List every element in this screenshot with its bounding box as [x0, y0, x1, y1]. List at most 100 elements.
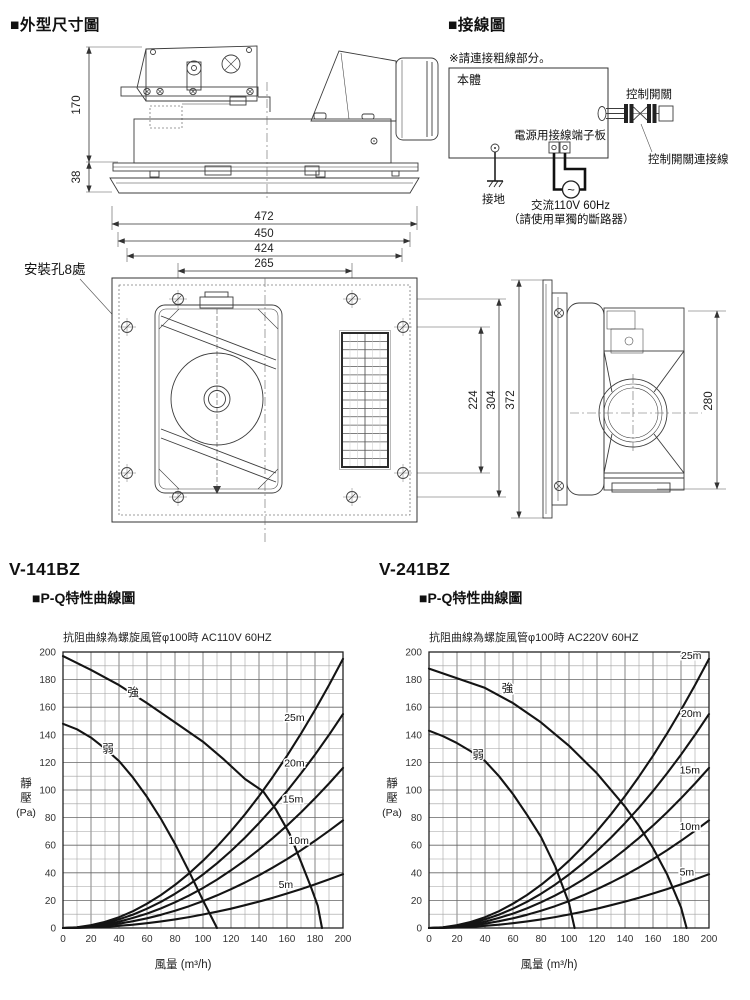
svg-text:(Pa): (Pa)	[382, 807, 402, 819]
svg-text:壓: 壓	[20, 792, 32, 805]
dim-38-label: 38	[71, 171, 83, 184]
svg-text:200: 200	[701, 934, 718, 945]
fan-unit-bottom-panel	[111, 277, 418, 545]
breaker-note: （請使用單獨的斷路器）	[508, 212, 635, 226]
svg-text:180: 180	[39, 675, 56, 686]
side-view-drawing: 170 38	[71, 45, 439, 198]
svg-text:20: 20	[411, 896, 423, 907]
dim-304-label: 304	[486, 390, 498, 410]
svg-text:200: 200	[405, 648, 422, 659]
svg-text:140: 140	[39, 730, 56, 741]
svg-text:40: 40	[411, 868, 423, 879]
dim-424-label: 424	[254, 243, 274, 255]
right-view-dimensions: 372 280	[505, 279, 726, 519]
svg-text:20m: 20m	[284, 758, 305, 770]
svg-text:風量 (m³/h): 風量 (m³/h)	[155, 958, 212, 971]
wiring-diagram-title: ■接線圖	[448, 17, 506, 34]
svg-text:80: 80	[169, 934, 181, 945]
svg-text:5m: 5m	[680, 867, 695, 879]
svg-text:140: 140	[405, 730, 422, 741]
svg-text:40: 40	[479, 934, 491, 945]
svg-text:靜: 靜	[20, 776, 32, 790]
fan-unit-side-profile	[109, 45, 439, 198]
svg-text:弱: 弱	[472, 748, 484, 761]
svg-text:15m: 15m	[680, 764, 701, 776]
control-switch-label: 控制開關	[626, 87, 672, 101]
svg-text:120: 120	[223, 934, 240, 945]
model-name-v141bz: V-141BZ	[9, 559, 81, 579]
outline-dimension-title: ■外型尺寸圖	[10, 17, 100, 34]
svg-text:120: 120	[39, 758, 56, 769]
wiring-note: ※請連接粗線部分。	[449, 51, 551, 65]
svg-text:180: 180	[307, 934, 324, 945]
svg-text:140: 140	[251, 934, 268, 945]
svg-text:200: 200	[39, 648, 56, 659]
right-side-view-drawing: 372 280	[505, 279, 726, 519]
dim-224-label: 224	[468, 390, 480, 410]
dim-280-label: 280	[703, 391, 715, 410]
svg-text:120: 120	[589, 934, 606, 945]
svg-text:0: 0	[60, 934, 66, 945]
svg-text:抗阻曲線為螺旋風管φ100時 AC110V 60HZ: 抗阻曲線為螺旋風管φ100時 AC110V 60HZ	[63, 630, 272, 644]
svg-text:25m: 25m	[284, 712, 305, 724]
model-name-v241bz: V-241BZ	[379, 559, 451, 579]
side-view-dimensions: 170 38	[71, 46, 142, 193]
svg-text:60: 60	[411, 841, 423, 852]
svg-text:靜: 靜	[386, 776, 398, 790]
svg-text:40: 40	[45, 868, 57, 879]
bottom-view-drawing: 472 450 424 265 224 304 安裝孔8處	[24, 206, 506, 545]
svg-text:0: 0	[416, 924, 422, 935]
power-wiring: ~	[552, 153, 587, 199]
svg-text:160: 160	[279, 934, 296, 945]
svg-text:80: 80	[535, 934, 547, 945]
svg-text:200: 200	[335, 934, 352, 945]
svg-text:180: 180	[405, 675, 422, 686]
svg-text:100: 100	[195, 934, 212, 945]
svg-text:抗阻曲線為螺旋風管φ100時 AC220V 60HZ: 抗阻曲線為螺旋風管φ100時 AC220V 60HZ	[429, 630, 639, 644]
control-switch-connector	[597, 104, 674, 123]
svg-text:壓: 壓	[386, 792, 398, 805]
wiring-diagram: ※請連接粗線部分。 本體 控制開關 電源用接線端子板 接地 ~ 交流110V 6…	[448, 51, 729, 226]
svg-text:25m: 25m	[681, 650, 702, 662]
svg-text:160: 160	[645, 934, 662, 945]
pq-section-title-left: ■P-Q特性曲線圖	[32, 590, 136, 606]
mounting-holes-label: 安裝孔8處	[24, 262, 86, 277]
ac-wave-symbol: ~	[567, 182, 575, 197]
svg-text:60: 60	[141, 934, 153, 945]
terminal-board-label: 電源用接線端子板	[514, 128, 606, 142]
svg-text:180: 180	[673, 934, 690, 945]
svg-text:120: 120	[405, 758, 422, 769]
svg-text:160: 160	[39, 703, 56, 714]
power-spec-label: 交流110V 60Hz	[531, 198, 610, 212]
svg-text:0: 0	[426, 934, 432, 945]
ac-source-icon	[561, 180, 581, 199]
svg-text:15m: 15m	[283, 793, 304, 805]
svg-text:弱: 弱	[102, 743, 114, 756]
dim-472-label: 472	[254, 211, 273, 223]
svg-text:5m: 5m	[279, 879, 294, 891]
svg-text:0: 0	[50, 924, 56, 935]
svg-text:160: 160	[405, 703, 422, 714]
terminal-board	[548, 141, 571, 154]
bottom-view-dimensions: 472 450 424 265 224 304	[111, 206, 506, 498]
svg-text:80: 80	[45, 813, 57, 824]
svg-text:20: 20	[451, 934, 463, 945]
svg-text:100: 100	[39, 786, 56, 797]
dim-170-label: 170	[71, 95, 83, 114]
svg-text:100: 100	[561, 934, 578, 945]
exhaust-grille	[339, 330, 391, 470]
switch-cable-label: 控制開關連接線	[648, 152, 729, 166]
svg-text:40: 40	[113, 934, 125, 945]
mounting-hole-icons	[118, 290, 412, 506]
svg-text:10m: 10m	[288, 835, 309, 847]
svg-text:20: 20	[85, 934, 97, 945]
svg-text:80: 80	[411, 813, 423, 824]
svg-text:140: 140	[617, 934, 634, 945]
fan-unit-end-profile	[542, 279, 702, 519]
svg-text:(Pa): (Pa)	[16, 807, 36, 819]
svg-text:風量 (m³/h): 風量 (m³/h)	[521, 958, 578, 971]
svg-text:強: 強	[502, 682, 514, 695]
